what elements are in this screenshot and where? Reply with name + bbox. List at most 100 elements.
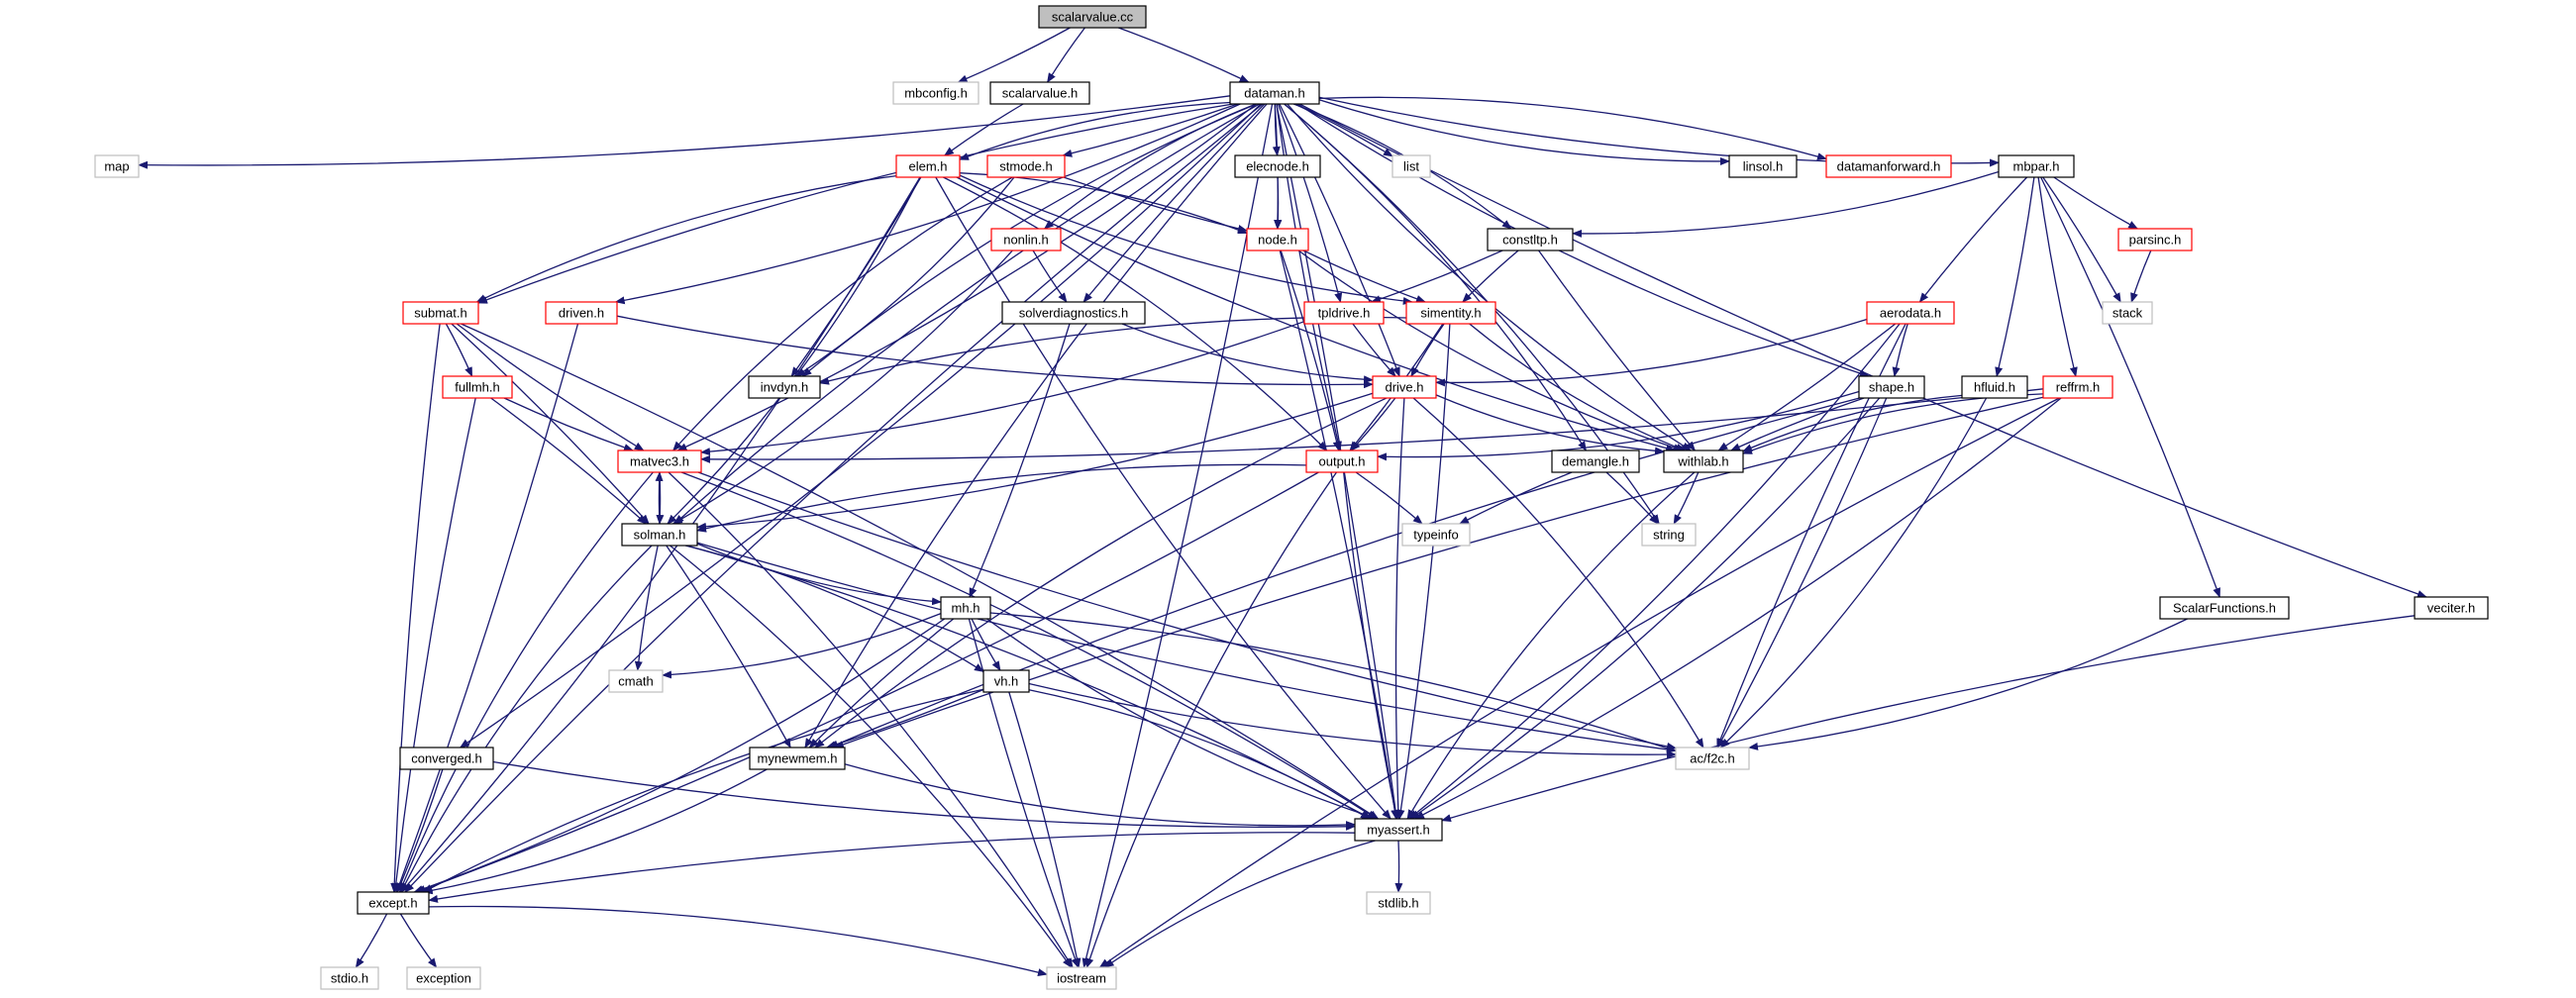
node-box-drive_h[interactable]	[1372, 375, 1437, 399]
node-box-submat_h[interactable]	[402, 301, 479, 325]
node-box-mbpar_h[interactable]	[1998, 154, 2075, 178]
node-box-iostream[interactable]	[1046, 966, 1117, 990]
node-mbconfig_h[interactable]: mbconfig.h	[892, 81, 979, 105]
node-box-myassert_h[interactable]	[1354, 818, 1443, 842]
node-parsinc_h[interactable]: parsinc.h	[2117, 228, 2193, 251]
node-elecnode_h[interactable]: elecnode.h	[1234, 154, 1321, 178]
node-stdio_h[interactable]: stdio.h	[320, 966, 379, 990]
node-box-constltp_h[interactable]	[1487, 228, 1574, 251]
node-box-invdyn_h[interactable]	[748, 375, 821, 399]
node-box-mynewmem_h[interactable]	[749, 747, 846, 770]
node-invdyn_h[interactable]: invdyn.h	[748, 375, 821, 399]
node-box-elecnode_h[interactable]	[1234, 154, 1321, 178]
node-box-linsol_h[interactable]	[1728, 154, 1798, 178]
node-box-vh_h[interactable]	[982, 669, 1030, 693]
node-box-nonlin_h[interactable]	[990, 228, 1062, 251]
node-stdlib_h[interactable]: stdlib.h	[1366, 891, 1431, 915]
node-box-cmath[interactable]	[608, 669, 664, 693]
node-iostream[interactable]: iostream	[1046, 966, 1117, 990]
node-box-elem_h[interactable]	[895, 154, 961, 178]
node-aerodata_h[interactable]: aerodata.h	[1866, 301, 1955, 325]
node-box-reffrm_h[interactable]	[2042, 375, 2113, 399]
node-box-scalarfunctions_h[interactable]	[2159, 596, 2290, 620]
node-converged_h[interactable]: converged.h	[399, 747, 494, 770]
node-scalarvalue_h[interactable]: scalarvalue.h	[989, 81, 1090, 105]
node-scalarvalue_cc[interactable]: scalarvalue.cc	[1038, 5, 1147, 29]
node-fullmh_h[interactable]: fullmh.h	[442, 375, 513, 399]
node-mh_h[interactable]: mh.h	[940, 596, 991, 620]
node-stack[interactable]: stack	[2102, 301, 2153, 325]
node-typeinfo[interactable]: typeinfo	[1401, 523, 1471, 547]
node-box-exception[interactable]	[406, 966, 481, 990]
node-exception[interactable]: exception	[406, 966, 481, 990]
node-box-scalarvalue_cc[interactable]	[1038, 5, 1147, 29]
node-box-driven_h[interactable]	[545, 301, 618, 325]
node-simentity_h[interactable]: simentity.h	[1405, 301, 1496, 325]
node-box-output_h[interactable]	[1305, 449, 1379, 473]
node-driven_h[interactable]: driven.h	[545, 301, 618, 325]
node-output_h[interactable]: output.h	[1305, 449, 1379, 473]
node-shape_h[interactable]: shape.h	[1858, 375, 1925, 399]
node-ac_f2c_h[interactable]: ac/f2c.h	[1675, 747, 1750, 770]
node-constltp_h[interactable]: constltp.h	[1487, 228, 1574, 251]
node-box-stmode_h[interactable]	[986, 154, 1066, 178]
node-box-datamanforward_h[interactable]	[1825, 154, 1952, 178]
node-elem_h[interactable]: elem.h	[895, 154, 961, 178]
node-box-stdio_h[interactable]	[320, 966, 379, 990]
node-nonlin_h[interactable]: nonlin.h	[990, 228, 1062, 251]
node-cmath[interactable]: cmath	[608, 669, 664, 693]
node-matvec3_h[interactable]: matvec3.h	[617, 449, 702, 473]
node-box-solman_h[interactable]	[621, 523, 698, 547]
node-reffrm_h[interactable]: reffrm.h	[2042, 375, 2113, 399]
node-solman_h[interactable]: solman.h	[621, 523, 698, 547]
node-vh_h[interactable]: vh.h	[982, 669, 1030, 693]
node-box-typeinfo[interactable]	[1401, 523, 1471, 547]
node-solverdiagnostics_h[interactable]: solverdiagnostics.h	[1001, 301, 1146, 325]
node-string[interactable]: string	[1641, 523, 1697, 547]
node-submat_h[interactable]: submat.h	[402, 301, 479, 325]
node-box-dataman_h[interactable]	[1229, 81, 1320, 105]
node-box-veciter_h[interactable]	[2414, 596, 2489, 620]
node-box-solverdiagnostics_h[interactable]	[1001, 301, 1146, 325]
node-box-hfluid_h[interactable]	[1961, 375, 2028, 399]
node-veciter_h[interactable]: veciter.h	[2414, 596, 2489, 620]
node-box-shape_h[interactable]	[1858, 375, 1925, 399]
node-box-string[interactable]	[1641, 523, 1697, 547]
node-box-stdlib_h[interactable]	[1366, 891, 1431, 915]
node-box-withlab_h[interactable]	[1663, 449, 1744, 473]
node-dataman_h[interactable]: dataman.h	[1229, 81, 1320, 105]
node-list[interactable]: list	[1391, 154, 1431, 178]
node-mynewmem_h[interactable]: mynewmem.h	[749, 747, 846, 770]
node-box-list[interactable]	[1391, 154, 1431, 178]
node-box-aerodata_h[interactable]	[1866, 301, 1955, 325]
node-tpldrive_h[interactable]: tpldrive.h	[1303, 301, 1385, 325]
node-box-mh_h[interactable]	[940, 596, 991, 620]
node-stmode_h[interactable]: stmode.h	[986, 154, 1066, 178]
node-box-demangle_h[interactable]	[1551, 449, 1640, 473]
node-mbpar_h[interactable]: mbpar.h	[1998, 154, 2075, 178]
node-node_h[interactable]: node.h	[1246, 228, 1309, 251]
node-myassert_h[interactable]: myassert.h	[1354, 818, 1443, 842]
node-box-map[interactable]	[94, 154, 140, 178]
node-box-ac_f2c_h[interactable]	[1675, 747, 1750, 770]
node-box-mbconfig_h[interactable]	[892, 81, 979, 105]
node-box-stack[interactable]	[2102, 301, 2153, 325]
node-box-except_h[interactable]	[357, 891, 430, 915]
node-linsol_h[interactable]: linsol.h	[1728, 154, 1798, 178]
node-hfluid_h[interactable]: hfluid.h	[1961, 375, 2028, 399]
node-box-tpldrive_h[interactable]	[1303, 301, 1385, 325]
node-datamanforward_h[interactable]: datamanforward.h	[1825, 154, 1952, 178]
node-box-converged_h[interactable]	[399, 747, 494, 770]
node-box-matvec3_h[interactable]	[617, 449, 702, 473]
node-except_h[interactable]: except.h	[357, 891, 430, 915]
node-box-node_h[interactable]	[1246, 228, 1309, 251]
node-demangle_h[interactable]: demangle.h	[1551, 449, 1640, 473]
node-box-scalarvalue_h[interactable]	[989, 81, 1090, 105]
node-withlab_h[interactable]: withlab.h	[1663, 449, 1744, 473]
node-drive_h[interactable]: drive.h	[1372, 375, 1437, 399]
node-box-parsinc_h[interactable]	[2117, 228, 2193, 251]
node-box-simentity_h[interactable]	[1405, 301, 1496, 325]
node-box-fullmh_h[interactable]	[442, 375, 513, 399]
node-scalarfunctions_h[interactable]: ScalarFunctions.h	[2159, 596, 2290, 620]
node-map[interactable]: map	[94, 154, 140, 178]
